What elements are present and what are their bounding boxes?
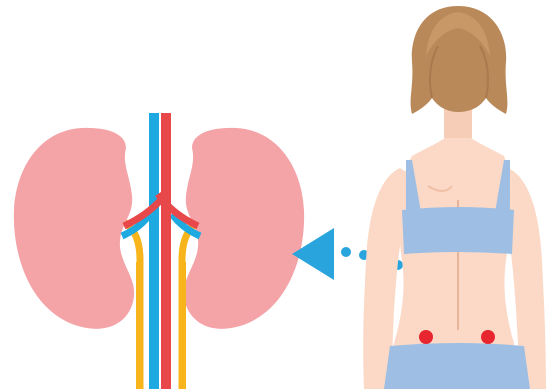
woman-back-view <box>363 6 546 389</box>
pants <box>384 343 530 389</box>
pain-point-right <box>481 330 495 344</box>
hair <box>411 6 508 114</box>
left-kidney <box>14 128 134 329</box>
right-kidney <box>184 128 304 329</box>
vena-cava <box>149 113 159 389</box>
aorta <box>161 113 171 389</box>
pain-point-left <box>419 330 433 344</box>
kidneys-illustration <box>14 113 304 389</box>
